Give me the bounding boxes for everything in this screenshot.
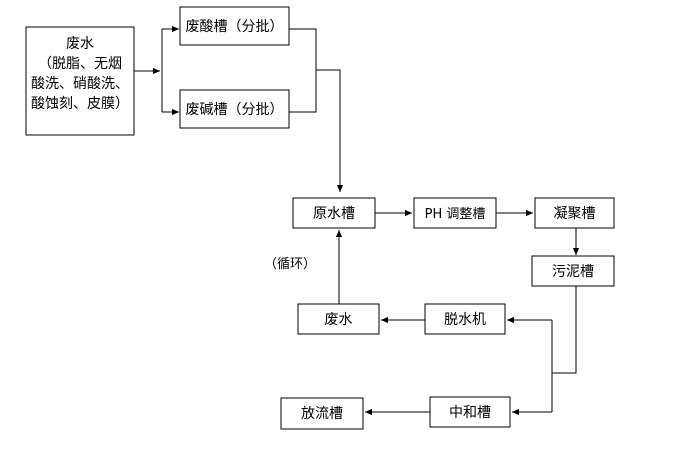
dewatering-machine-box: 脱水机 xyxy=(424,303,506,335)
source-line-2: （脱脂、无烟 xyxy=(38,56,122,72)
wastewater-source-box: 废水 （脱脂、无烟 酸洗、硝酸洗、 酸蚀刻、皮膜） xyxy=(25,26,135,136)
acid-waste-tank-label: 废酸槽（分批） xyxy=(186,19,284,35)
ph-adjust-tank-label: PH 调整槽 xyxy=(425,207,486,222)
discharge-tank-label: 放流槽 xyxy=(301,406,343,422)
alkali-waste-tank-box: 废碱槽（分批） xyxy=(179,89,290,129)
cycle-label: （循环） xyxy=(264,257,316,272)
source-line-3: 酸洗、硝酸洗、 xyxy=(31,76,129,92)
raw-water-tank-label: 原水槽 xyxy=(313,206,355,222)
dewatering-machine-label: 脱水机 xyxy=(444,312,486,328)
source-line-4: 酸蚀刻、皮膜） xyxy=(31,96,129,112)
edge-merge-bracket xyxy=(289,28,317,113)
neutralization-tank-label: 中和槽 xyxy=(449,405,491,421)
acid-waste-tank-box: 废酸槽（分批） xyxy=(179,6,290,46)
source-line-1: 废水 xyxy=(66,36,94,52)
flow-edges xyxy=(134,25,580,416)
discharge-tank-box: 放流槽 xyxy=(280,397,364,430)
sludge-tank-box: 污泥槽 xyxy=(531,255,615,287)
edge-sludge-down xyxy=(552,286,577,374)
coagulation-tank-label: 凝聚槽 xyxy=(554,206,596,222)
raw-water-tank-box: 原水槽 xyxy=(292,197,376,229)
neutralization-tank-box: 中和槽 xyxy=(429,396,511,428)
alkali-waste-tank-label: 废碱槽（分批） xyxy=(186,102,284,118)
sludge-tank-label: 污泥槽 xyxy=(552,264,594,280)
return-wastewater-label: 废水 xyxy=(325,312,353,328)
return-wastewater-box: 废水 xyxy=(297,303,380,335)
coagulation-tank-box: 凝聚槽 xyxy=(534,197,615,229)
ph-adjust-tank-box: PH 调整槽 xyxy=(413,197,497,229)
edge-merge-to-raw xyxy=(316,69,344,192)
